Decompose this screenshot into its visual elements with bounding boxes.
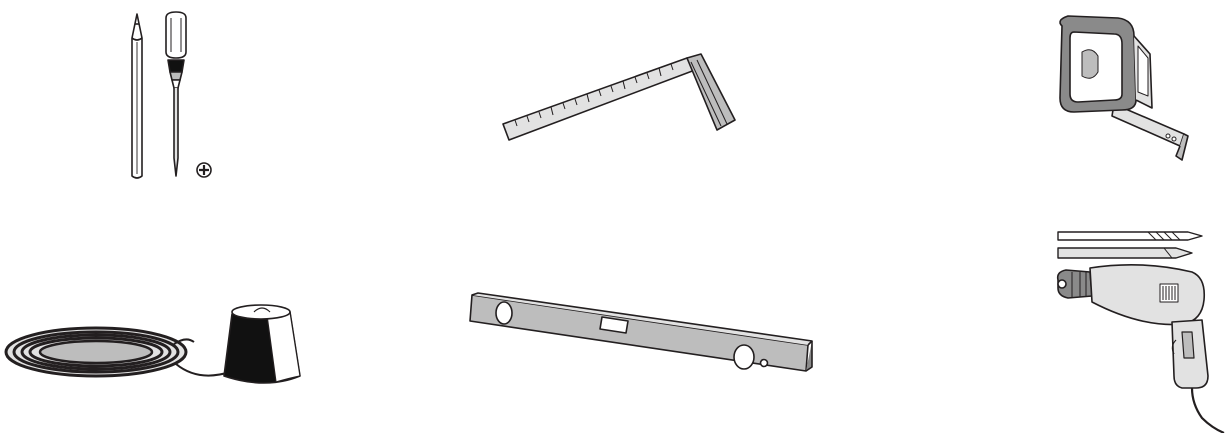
pencil-screwdriver-svg: [131, 11, 212, 179]
plumb-line: [4, 272, 304, 392]
spirit-level-icon: [469, 292, 813, 372]
carpenter-square-icon: [502, 53, 736, 141]
drill-and-bits: [1052, 228, 1231, 433]
plumb-line-icon: [4, 304, 301, 384]
drill-bits-icon: [1057, 231, 1203, 259]
spirit-level: [468, 292, 813, 393]
carpenter-square: [495, 52, 745, 162]
drill-svg: [1056, 231, 1225, 433]
pencil-and-screwdriver: [118, 8, 218, 183]
tape-measure-icon: [1059, 15, 1189, 161]
pencil-icon: [131, 13, 143, 179]
screwdriver-icon: [165, 11, 212, 178]
tape-measure: [1052, 12, 1202, 172]
power-drill-icon: [1056, 264, 1225, 433]
